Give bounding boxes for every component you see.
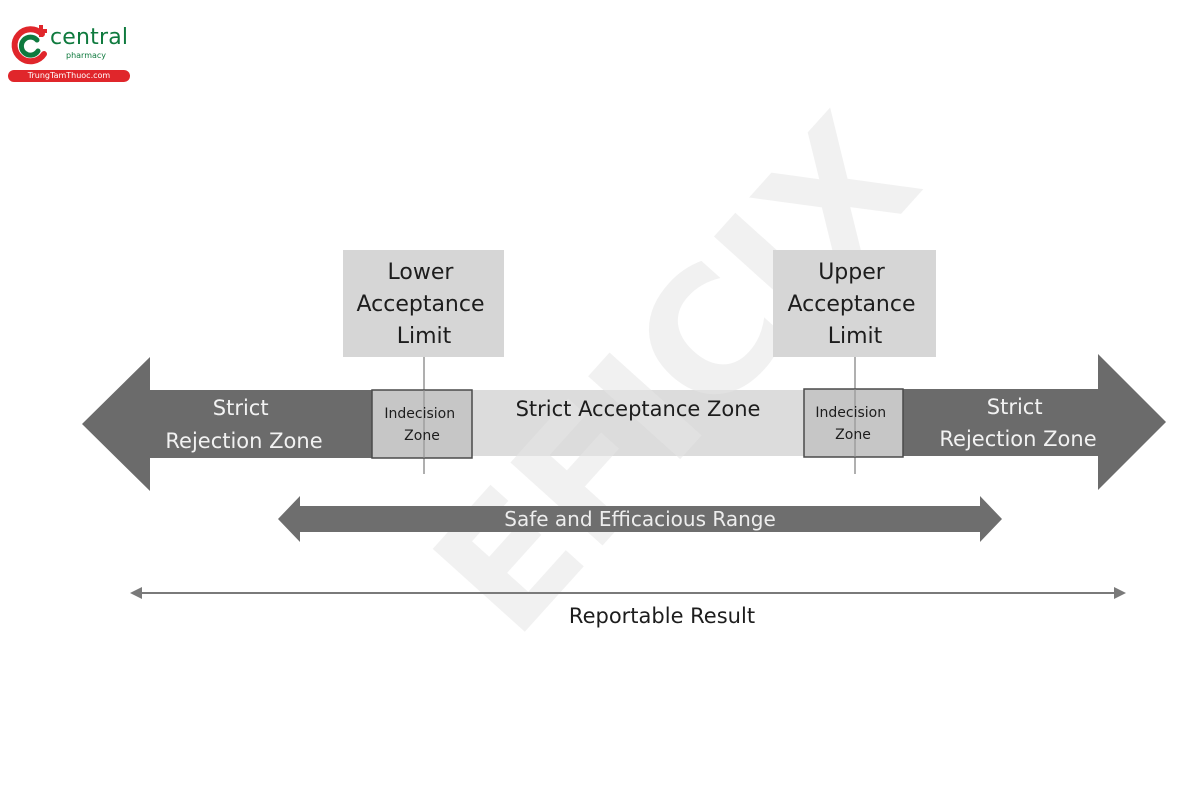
- right-rejection-arrow: [902, 354, 1166, 490]
- logo-subline: pharmacy: [66, 51, 107, 60]
- reportable-result-label: Reportable Result: [569, 604, 755, 628]
- left-rejection-arrow: [82, 357, 372, 491]
- acceptance-zone-label: Strict Acceptance Zone: [516, 397, 761, 421]
- acceptance-band: [470, 390, 810, 456]
- safe-range-label: Safe and Efficacious Range: [504, 507, 776, 531]
- lower-limit-label: Lower Acceptance Limit: [356, 260, 491, 349]
- logo-wordmark: central: [50, 25, 129, 50]
- safe-range-arrow: [278, 496, 1002, 542]
- central-pharmacy-logo[interactable]: central pharmacy TrungTamThuoc.com: [6, 22, 130, 84]
- lower-limit-box: [343, 250, 504, 357]
- upper-limit-label: Upper Acceptance Limit: [787, 260, 922, 349]
- logo-tagline[interactable]: TrungTamThuoc.com: [8, 70, 130, 82]
- left-rejection-label: Strict Rejection Zone: [165, 396, 322, 453]
- lower-indecision-box: [371, 389, 473, 459]
- lower-indecision-label: Indecision Zone: [384, 406, 459, 444]
- upper-limit-box: [773, 250, 936, 357]
- upper-indecision-label: Indecision Zone: [815, 405, 890, 443]
- central-logo-icon: [11, 25, 47, 65]
- right-rejection-label: Strict Rejection Zone: [939, 395, 1096, 451]
- axis-left-arrowhead: [130, 587, 142, 599]
- watermark-text: EFICIX: [398, 82, 956, 671]
- upper-indecision-box: [803, 388, 904, 458]
- axis-right-arrowhead: [1114, 587, 1126, 599]
